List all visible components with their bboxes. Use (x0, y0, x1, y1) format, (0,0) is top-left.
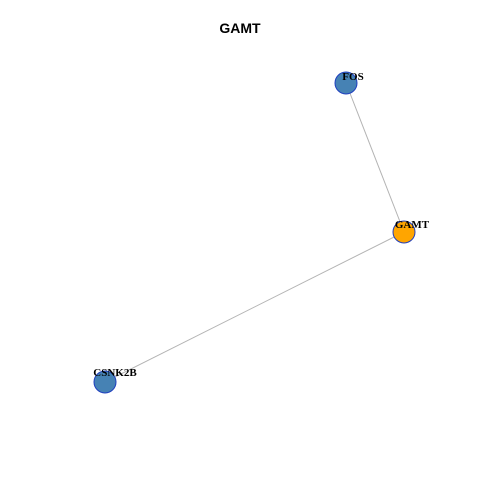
node-gamt: GAMT (392, 219, 430, 244)
node-csnk2b: CSNK2B (93, 367, 137, 394)
node-fos: FOS (334, 71, 364, 95)
edge-fos-gamt (345, 82, 405, 233)
node-label-csnk2b: CSNK2B (93, 367, 137, 379)
graph-title: GAMT (219, 20, 261, 36)
node-circle-gamt (392, 220, 416, 244)
edge-gamt-csnk2b (104, 231, 405, 383)
node-circle-csnk2b (93, 370, 117, 394)
nodes-layer: FOS GAMT CSNK2B (93, 71, 430, 394)
node-label-gamt: GAMT (395, 219, 430, 231)
edges-layer (104, 82, 405, 383)
node-label-fos: FOS (342, 71, 363, 83)
node-circle-fos (334, 71, 358, 95)
